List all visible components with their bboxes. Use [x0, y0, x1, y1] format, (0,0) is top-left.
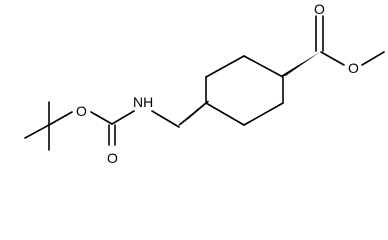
ring-bond-5 [205, 102, 245, 126]
ring-bond-4 [243, 102, 284, 126]
wedge-bond-ester [280, 52, 320, 76]
tbutyl-methyl-left [24, 124, 50, 139]
ring-bond-1 [205, 55, 245, 78]
atom-o-carbamate: O [76, 103, 87, 119]
atom-o-carbonyl: O [314, 1, 325, 17]
boc-carbamate-group: NH O O [24, 94, 180, 166]
ester-c-o-bond [320, 51, 345, 66]
o-tbutyl-bond [48, 111, 73, 126]
o-methyl-bond [361, 51, 385, 66]
ring-bond-2 [243, 55, 284, 78]
hashed-bond-ch2 [178, 100, 209, 126]
ch2-n-bond [151, 110, 180, 128]
n-carbonyl-bond [111, 110, 135, 125]
carbonyl-o-bond [90, 111, 113, 125]
atom-nh: NH [133, 94, 153, 110]
chemical-structure: O O NH O O [24, 1, 385, 166]
methyl-ester-group: O O [314, 1, 385, 76]
atom-o-ester: O [348, 60, 359, 76]
cyclohexane-ring [205, 55, 284, 126]
atom-o-carbamate-carbonyl: O [107, 150, 118, 166]
